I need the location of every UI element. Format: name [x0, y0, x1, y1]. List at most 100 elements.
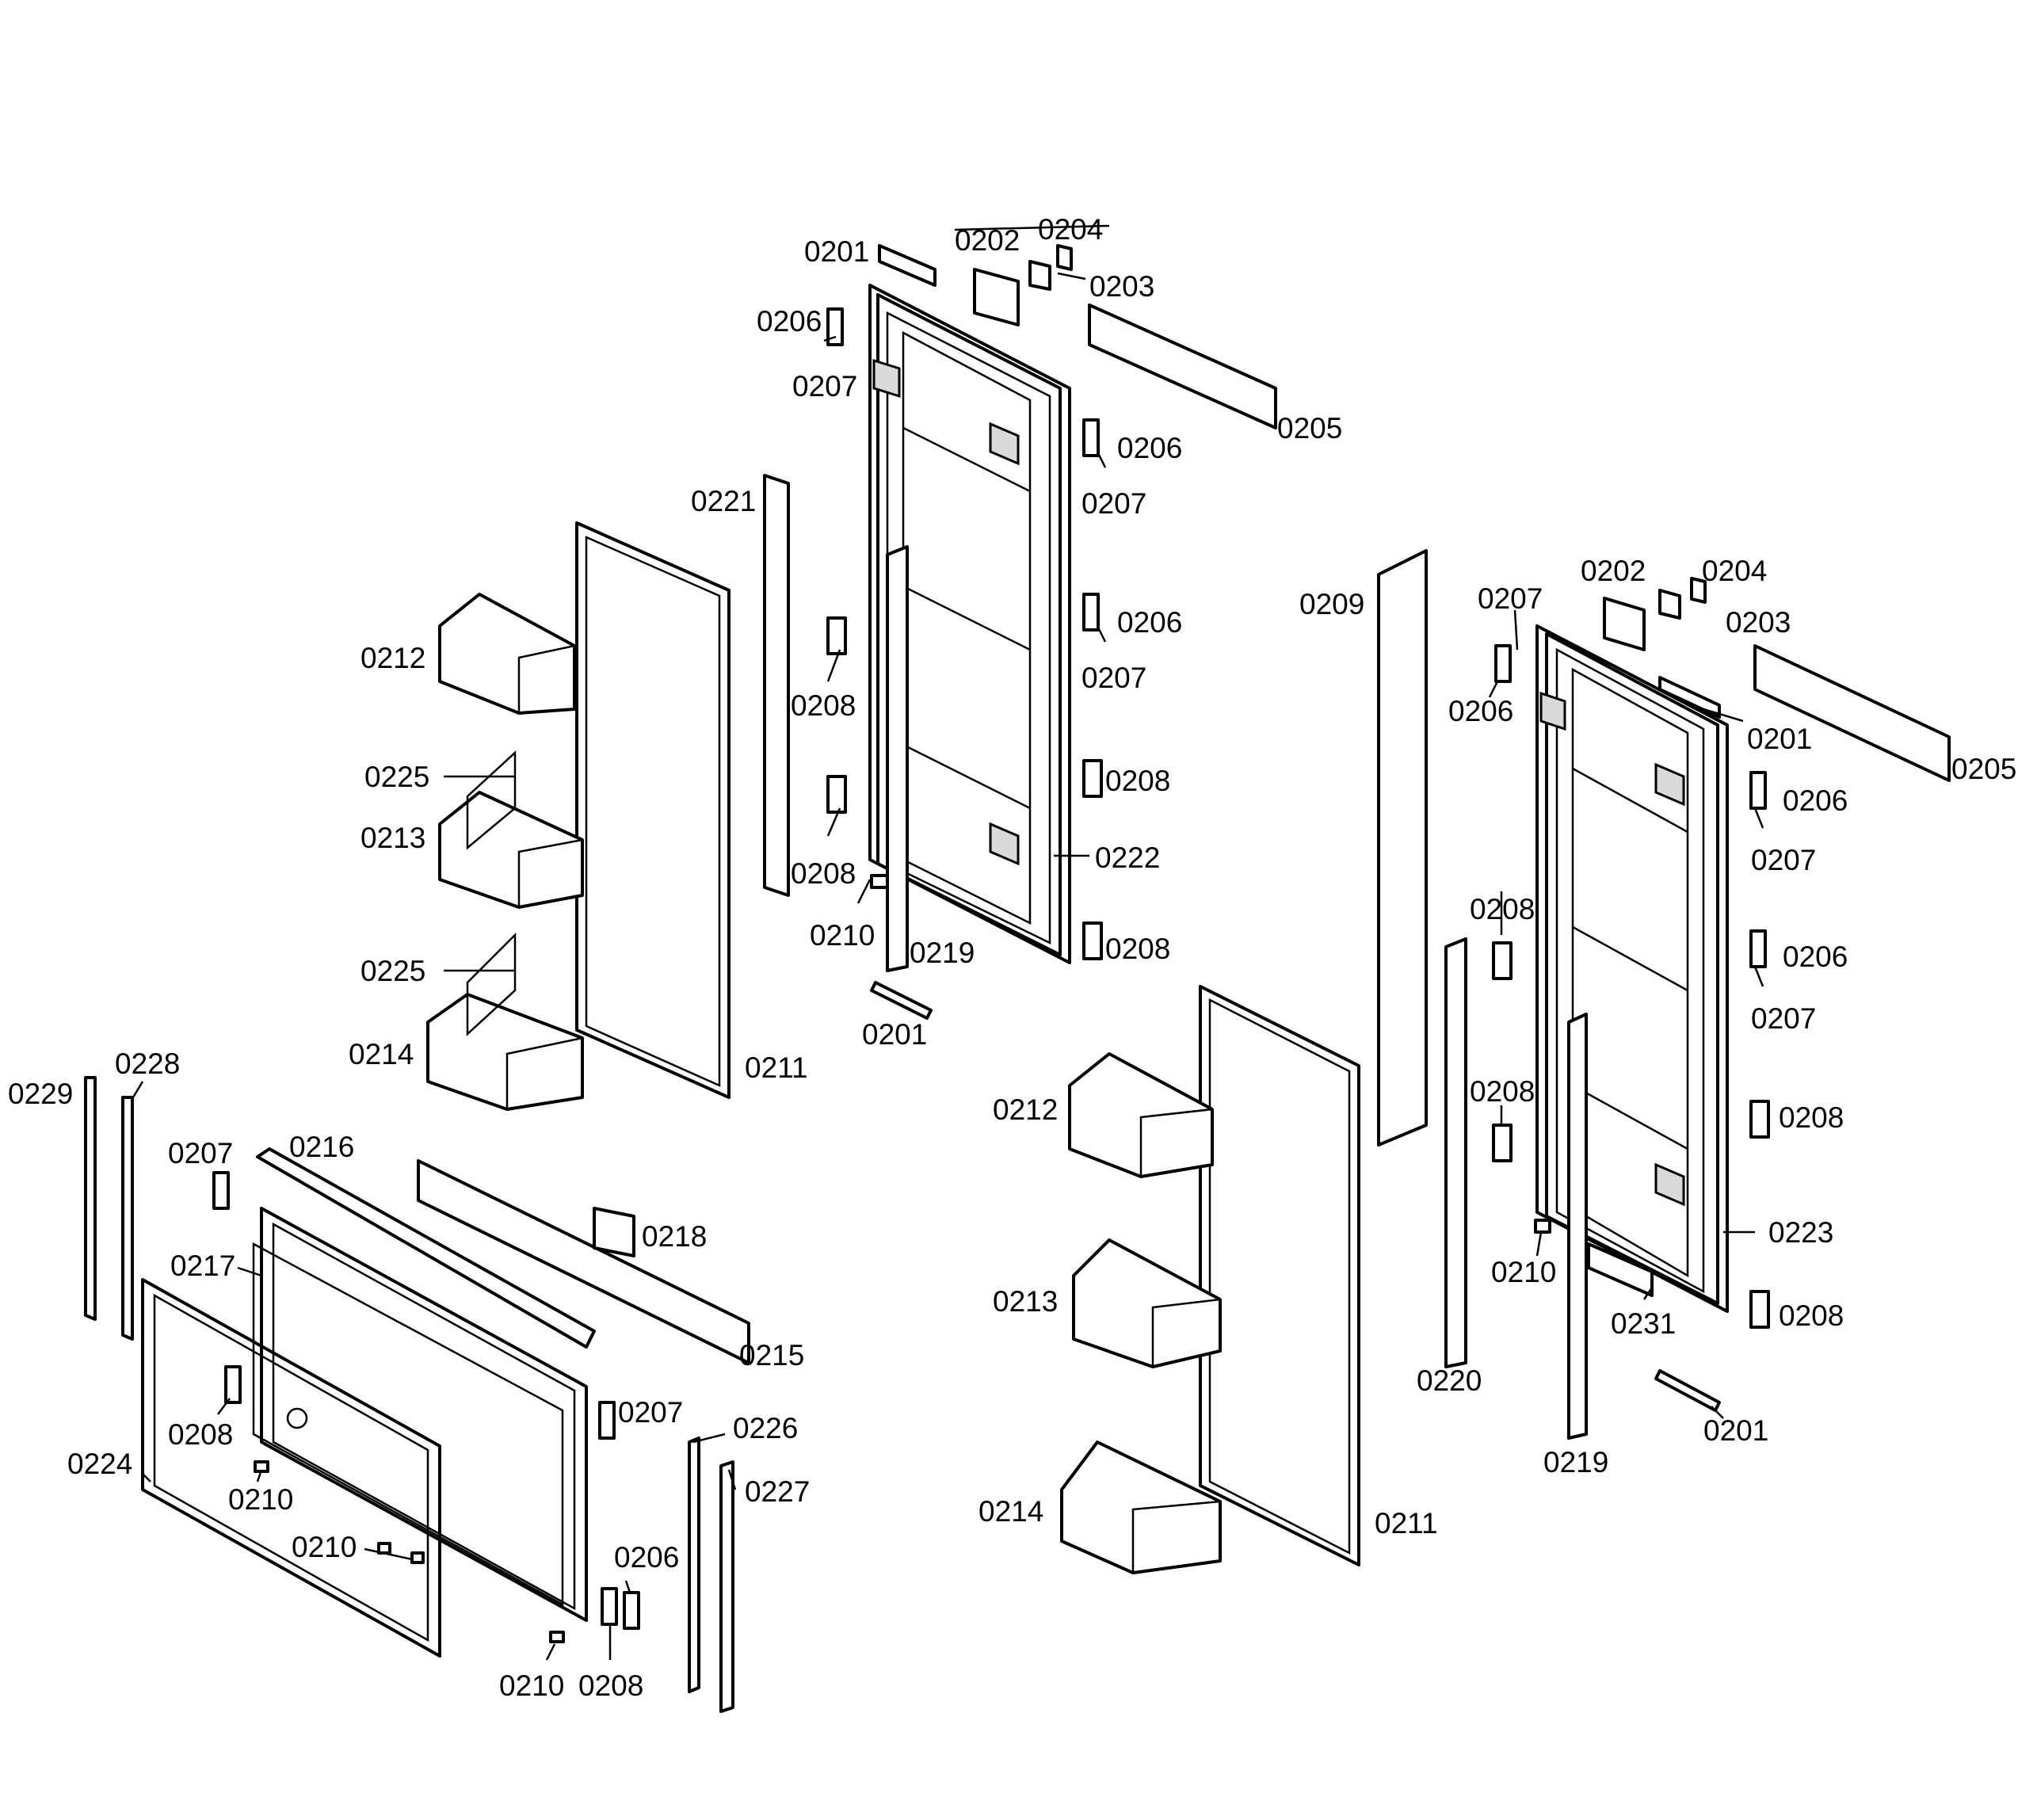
part-label: 0225	[364, 761, 429, 793]
part-label: 0203	[1089, 270, 1154, 303]
part-label: 0223	[1768, 1216, 1833, 1249]
drawer-seal-0229	[84, 1076, 97, 1321]
door-handle-bar-0221	[763, 474, 790, 897]
part-label: 0208	[1105, 933, 1170, 965]
part-label: 0218	[642, 1220, 707, 1253]
drawer-rail-0215	[417, 1159, 750, 1364]
hinge-cap-right	[1658, 589, 1681, 620]
part-label: 0207	[1751, 1002, 1816, 1035]
door-gasket-left	[575, 521, 731, 1099]
hinge-clip-left	[1056, 244, 1073, 271]
part-label: 0207	[1081, 662, 1146, 694]
part-label: 0208	[1470, 1075, 1535, 1108]
part-label: 0202	[1581, 555, 1646, 587]
door-shelf-0212-left	[438, 593, 576, 715]
part-label: 0214	[978, 1495, 1043, 1528]
part-label: 0201	[1703, 1414, 1768, 1447]
part-label: 0213	[360, 822, 425, 854]
part-label: 0210	[499, 1669, 564, 1702]
part-label: 0207	[792, 370, 857, 403]
part-labels: 0201 0202 0204 0203 0206 0207 0205 0206 …	[8, 213, 2016, 1702]
drawer-gasket-0224	[141, 1278, 441, 1658]
part-label: 0205	[1277, 412, 1342, 445]
left-fridge-door-assembly	[426, 244, 1277, 1111]
part-label: 0207	[618, 1396, 683, 1429]
door-liner-right	[1535, 624, 1729, 1313]
part-label: 0205	[1951, 753, 2016, 785]
part-label: 0207	[1478, 582, 1543, 615]
part-label: 0216	[289, 1131, 354, 1163]
part-label: 0211	[745, 1051, 808, 1084]
door-top-bar-left	[1088, 303, 1277, 429]
part-label: 0222	[1095, 841, 1160, 874]
drawer-seal-0228	[121, 1096, 134, 1341]
part-label: 0206	[614, 1541, 679, 1574]
hinge-cover-right	[1603, 597, 1646, 651]
part-label: 0204	[1702, 555, 1767, 587]
part-label: 0208	[168, 1418, 233, 1451]
part-label: 0224	[67, 1448, 132, 1480]
part-label: 0217	[170, 1250, 235, 1282]
door-handle-0209	[1377, 549, 1428, 1147]
part-label: 0208	[1779, 1101, 1844, 1134]
part-label: 0228	[115, 1047, 180, 1080]
part-label: 0220	[1417, 1364, 1482, 1397]
part-label: 0206	[1117, 606, 1182, 639]
hinge-top-left	[878, 244, 937, 287]
part-label: 0201	[804, 235, 869, 268]
part-label: 0229	[8, 1078, 73, 1110]
freezer-drawer-assembly	[84, 1076, 750, 1713]
part-label: 0210	[228, 1483, 293, 1516]
part-label: 0208	[578, 1669, 643, 1702]
door-shelf-0214-left	[426, 932, 584, 1111]
part-label: 0208	[1470, 893, 1535, 925]
part-label: 0214	[349, 1038, 414, 1070]
part-label: 0206	[1117, 432, 1182, 464]
part-label: 0212	[360, 642, 425, 674]
door-liner-left	[868, 284, 1071, 964]
part-label: 0204	[1038, 213, 1103, 246]
part-label: 0227	[745, 1475, 810, 1508]
part-label: 0225	[360, 955, 425, 987]
part-label: 0201	[862, 1018, 927, 1051]
part-label: 0206	[1783, 784, 1848, 817]
bracket-0231	[1587, 1242, 1654, 1297]
hinge-cap-left	[1028, 260, 1051, 291]
drawer-top-bar-0216	[256, 1147, 596, 1349]
door-top-bar-right	[1753, 644, 1951, 782]
part-label: 0206	[1783, 941, 1848, 973]
door-strip-0219-right	[1567, 1013, 1588, 1440]
part-label: 0210	[1491, 1256, 1556, 1288]
part-label: 0219	[1543, 1446, 1608, 1479]
door-gasket-right	[1199, 985, 1360, 1566]
part-label: 0207	[168, 1137, 233, 1169]
part-label: 0203	[1726, 606, 1791, 639]
door-bar-0220	[1444, 937, 1467, 1368]
part-label: 0221	[691, 485, 756, 517]
part-label: 0210	[292, 1531, 357, 1563]
part-label: 0226	[733, 1412, 798, 1444]
part-label: 0231	[1611, 1307, 1676, 1340]
hinge-parts-drawer	[212, 1171, 640, 1643]
part-label: 0207	[1081, 487, 1146, 520]
part-label: 0219	[910, 937, 975, 969]
hinge-clip-right	[1690, 577, 1707, 604]
part-label: 0211	[1375, 1507, 1438, 1540]
part-label: 0208	[791, 857, 856, 890]
part-label: 0210	[810, 919, 875, 952]
door-strip-0219-left	[886, 545, 909, 972]
drawer-liner-0217	[252, 1207, 588, 1622]
part-label: 0209	[1299, 588, 1364, 620]
part-label: 0212	[993, 1093, 1058, 1126]
hinge-parts-left	[826, 307, 1103, 1020]
part-label: 0208	[1779, 1299, 1844, 1332]
part-label: 0213	[993, 1285, 1058, 1318]
part-label: 0201	[1747, 723, 1812, 755]
part-label: 0208	[1105, 765, 1170, 797]
door-shelf-0213-left	[438, 750, 584, 909]
hinge-top-right	[1658, 676, 1721, 719]
door-shelf-0212-right	[1068, 1052, 1214, 1178]
part-label: 0207	[1751, 844, 1816, 876]
part-label: 0215	[739, 1339, 804, 1372]
part-label: 0202	[955, 224, 1020, 257]
